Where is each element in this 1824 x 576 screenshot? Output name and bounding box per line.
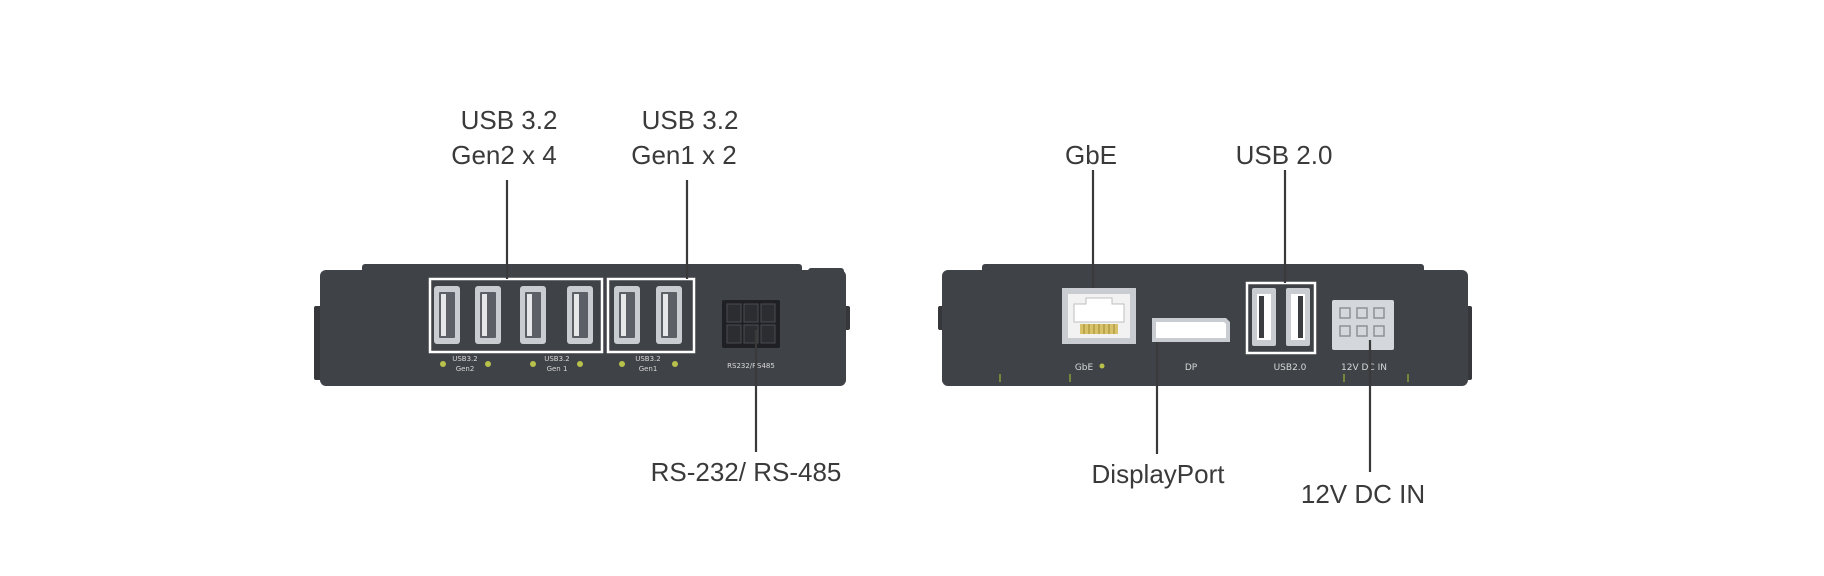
usb32-gen2-ports [434,286,593,344]
silk-usb-gen2-a-line1: USB3.2 [452,355,478,363]
callout-usb32-gen1-line2: Gen1 x 2 [631,140,737,170]
led-indicator [440,361,446,367]
silk-serial: RS232/RS485 [727,362,775,370]
usb32-gen2-highlight-box [428,277,604,354]
led-indicator [577,361,583,367]
left-io-panel: USB3.2 Gen2 USB3.2 Gen 1 USB3.2 Gen1 RS2… [314,105,850,487]
usb20-ports [1252,288,1310,346]
usb-a-port-icon [1252,288,1276,346]
callout-usb20: USB 2.0 [1236,140,1333,170]
callout-usb32-gen2-line1: USB 3.2 [461,105,558,135]
silk-dp: DP [1185,363,1198,373]
usb-a-port-icon [567,286,593,344]
usb-a-port-icon [656,286,682,344]
usb32-gen1-highlight-box [606,277,696,354]
silk-usb-gen2-a-line2: Gen2 [456,365,475,373]
right-io-panel: GbE DP USB2.0 12V DC IN GbE USB 2.0 Disp… [938,140,1472,509]
callout-dc-in: 12V DC IN [1301,479,1425,509]
callout-serial: RS-232/ RS-485 [651,457,842,487]
dc-power-connector-icon [1332,300,1394,350]
led-indicator [1099,363,1105,369]
silk-usb-gen2-b-line2: Gen 1 [547,365,568,373]
usb-a-port-icon [614,286,640,344]
silk-gbe: GbE [1075,363,1094,373]
silk-usb-gen1-line2: Gen1 [639,365,658,373]
displayport-icon [1152,318,1230,342]
callout-displayport: DisplayPort [1092,459,1226,489]
usb32-gen1-ports [614,286,682,344]
led-indicator [672,361,678,367]
callout-gbe: GbE [1065,140,1117,170]
led-indicator [485,361,491,367]
usb-a-port-icon [475,286,501,344]
led-indicator [619,361,625,367]
usb-a-port-icon [1286,288,1310,346]
led-indicator [530,361,536,367]
terminal-block-icon [722,300,780,348]
usb-a-port-icon [520,286,546,344]
silk-usb20: USB2.0 [1274,363,1307,373]
silk-usb-gen1-line1: USB3.2 [635,355,661,363]
silk-usb-gen2-b-line1: USB3.2 [544,355,570,363]
rj45-port-icon [1062,288,1136,344]
callout-usb32-gen1-line1: USB 3.2 [642,105,739,135]
usb20-highlight-box [1245,281,1317,355]
silk-dc-in: 12V DC IN [1341,363,1387,373]
usb-a-port-icon [434,286,460,344]
callout-usb32-gen2-line2: Gen2 x 4 [451,140,557,170]
